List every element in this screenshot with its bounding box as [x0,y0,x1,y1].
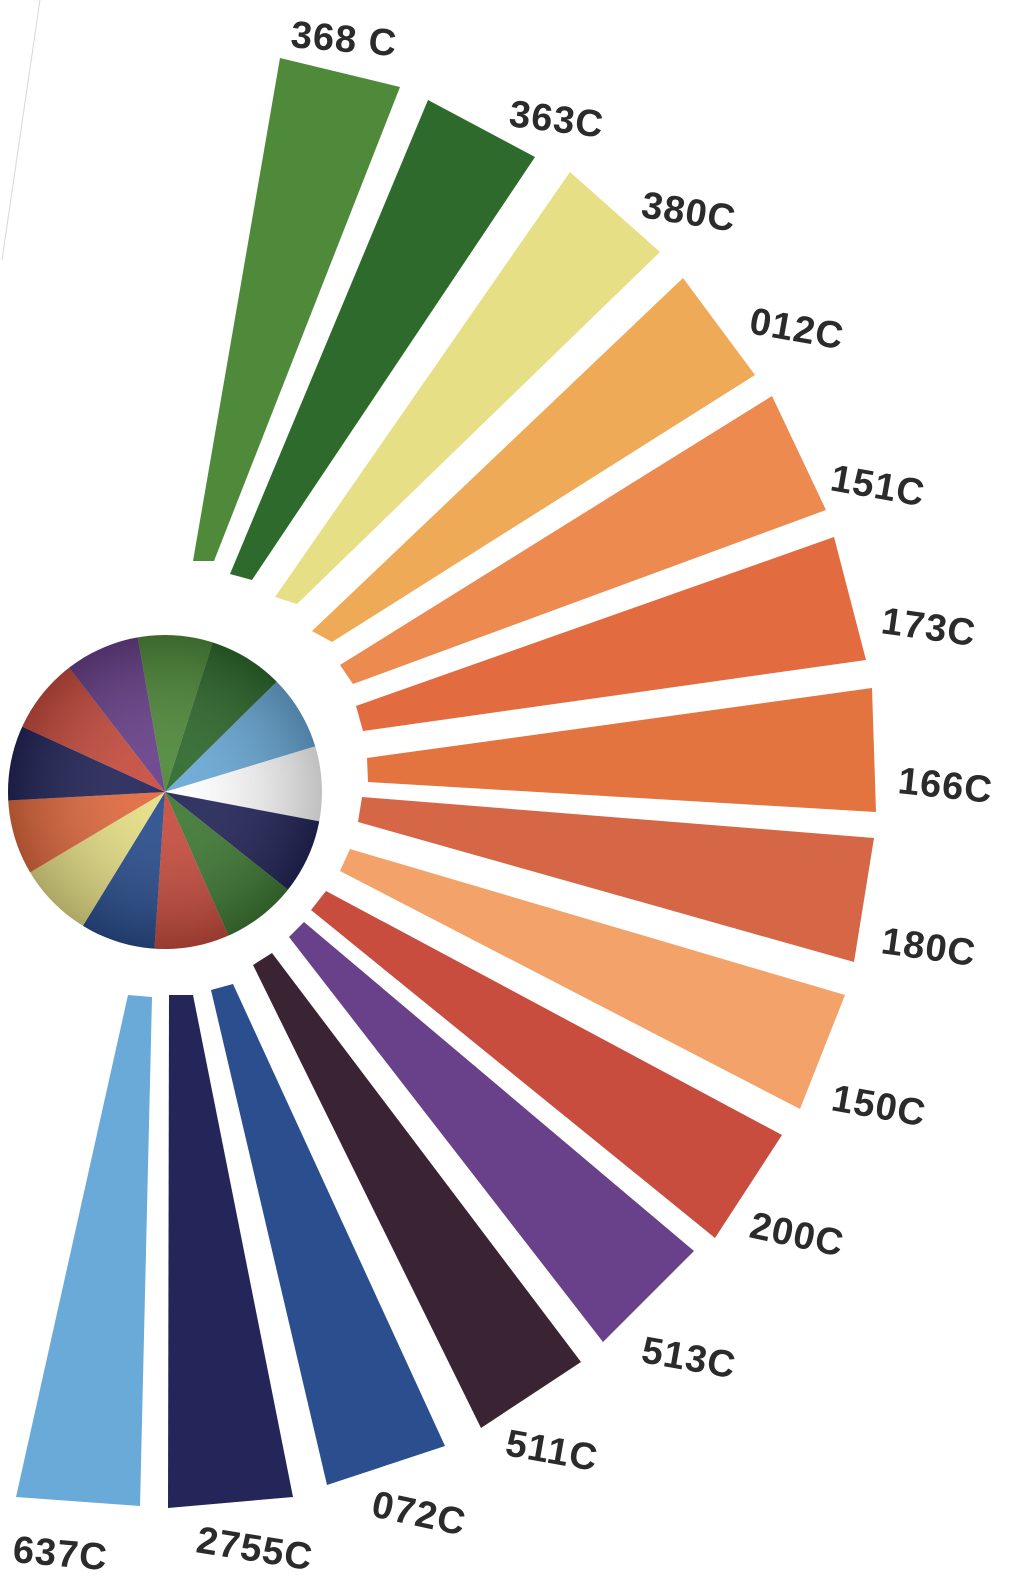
swatch-wedge-513c [289,922,694,1342]
swatch-label-363c: 363C [507,93,606,146]
color-wheel [8,635,322,949]
swatch-wedge-200c [311,891,782,1238]
page-edge-line [1,0,41,261]
swatch-label-368-c: 368 C [289,14,399,65]
swatch-wedge-180c [358,797,874,962]
swatch-wedge-072c [211,984,445,1485]
swatch-label-180c: 180C [879,920,979,975]
swatch-wedge-173c [356,537,866,731]
swatch-wedge-637c [16,995,152,1506]
swatch-wedge-150c [340,849,845,1109]
swatch-wedge-151c [340,396,826,684]
swatch-wedge-166c [367,688,876,812]
swatch-label-637c: 637C [11,1529,109,1579]
swatch-label-511c: 511C [502,1423,601,1480]
swatch-label-200c: 200C [746,1205,848,1266]
swatch-label-150c: 150C [828,1078,929,1136]
swatch-label-173c: 173C [879,600,979,655]
swatch-wedge-380c [275,172,660,604]
swatch-label-012c: 012C [746,301,847,359]
swatch-wedge-012c [312,278,755,642]
swatch-wedge-363c [230,100,535,580]
swatch-label-151c: 151C [827,458,928,516]
swatch-wedge-2755c [168,995,293,1508]
swatch-label-380c: 380C [639,184,739,240]
swatch-wedge-368-c [193,58,400,561]
swatch-labels: 368 C 363C 380C 012C 151C 173C 166C 180C 150C 200… [11,14,995,1579]
swatch-label-2755c: 2755C [194,1519,316,1579]
swatch-label-513c: 513C [638,1330,739,1388]
swatch-label-072c: 072C [368,1484,470,1545]
swatch-wedge-511c [253,953,581,1428]
swatch-fan [16,58,876,1508]
swatch-label-166c: 166C [896,760,995,812]
color-wheel-shading [8,635,322,949]
